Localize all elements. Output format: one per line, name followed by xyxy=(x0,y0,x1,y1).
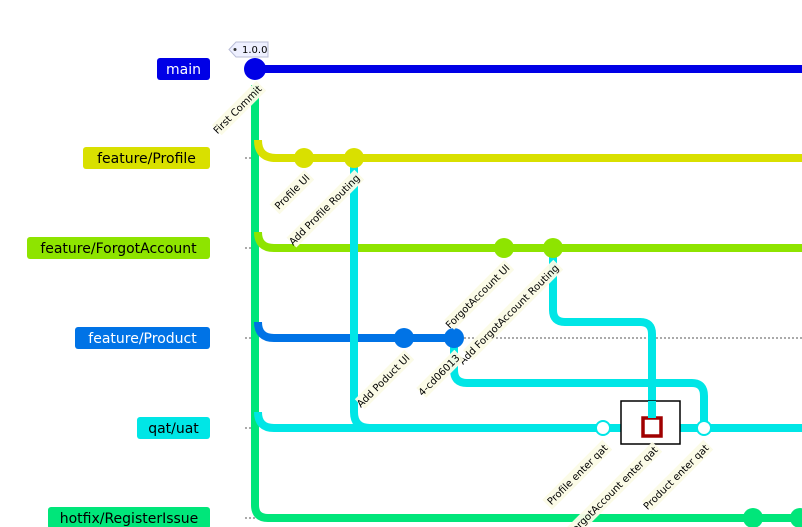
branch-label-hotfix[interactable]: hotfix/RegisterIssue xyxy=(48,507,210,527)
commit-product-hash[interactable] xyxy=(444,328,464,348)
branch-labels: main feature/Profile feature/ForgotAccou… xyxy=(27,58,210,527)
commit-profile-routing[interactable] xyxy=(344,148,364,168)
branch-label-bg-forgot xyxy=(27,237,210,259)
branch-label-bg-qat xyxy=(137,417,210,439)
commit-labels: First Commit Profile UI Add Profile Rout… xyxy=(211,80,714,527)
branch-label-text-product: feature/Product xyxy=(88,331,197,347)
commit-label-bg-profile-ui xyxy=(269,169,315,215)
commit-first[interactable] xyxy=(244,58,266,80)
commit-label-bg-profile-qat xyxy=(542,439,613,510)
merge-line-forgot-to-qat xyxy=(549,248,656,428)
commit-product-qat[interactable] xyxy=(696,420,712,436)
commit-profile-ui[interactable] xyxy=(294,148,314,168)
branch-label-text-hotfix: hotfix/RegisterIssue xyxy=(60,511,199,527)
branch-line-profile xyxy=(254,139,802,162)
merge-line-profile-to-qat xyxy=(350,158,371,432)
branch-label-bg-product xyxy=(75,327,210,349)
branch-label-profile[interactable]: feature/Profile xyxy=(83,147,210,169)
commit-label-bg-forgot-ui xyxy=(444,259,515,330)
branch-label-qat[interactable]: qat/uat xyxy=(137,417,210,439)
highlight-line-through xyxy=(648,401,656,418)
commit-label-bg-forgot-qat xyxy=(566,441,663,527)
highlight-inner-square xyxy=(641,416,663,438)
branch-label-forgot[interactable]: feature/ForgotAccount xyxy=(27,237,210,259)
branch-label-product[interactable]: feature/Product xyxy=(75,327,210,349)
branch-label-bg-profile xyxy=(83,147,210,169)
commit-forgot-routing[interactable] xyxy=(543,238,563,258)
commit-label-bg-product-ui xyxy=(354,349,415,410)
tag-hole xyxy=(233,48,237,51)
branch-line-forgot xyxy=(254,231,802,252)
commit-label-bg-product-hash xyxy=(416,349,465,398)
commit-label-profile-ui: Profile UI xyxy=(273,173,312,212)
branch-label-text-profile: feature/Profile xyxy=(97,151,196,167)
branch-line-hotfix xyxy=(251,85,802,522)
commit-label-forgot-routing: Add ForgotAccount Routing xyxy=(457,263,561,367)
highlight-commit[interactable] xyxy=(620,400,681,445)
tag-shape xyxy=(228,41,269,58)
commit-dots xyxy=(244,58,802,527)
branch-label-text-main: main xyxy=(166,62,201,78)
commit-product-ui[interactable] xyxy=(394,328,414,348)
commit-label-bg-product-qat xyxy=(641,439,714,512)
branch-label-main[interactable]: main xyxy=(157,58,210,80)
commit-label-bg-forgot-routing xyxy=(462,259,564,361)
merge-line-product-to-qat xyxy=(450,338,708,428)
commit-hotfix-1[interactable] xyxy=(743,508,763,527)
tag-label: 1.0.0 xyxy=(242,45,267,56)
branch-guide-lines xyxy=(245,157,802,519)
commit-label-bg-first xyxy=(211,80,267,136)
commit-label-bg-profile-routing xyxy=(286,169,365,248)
branch-label-text-qat: qat/uat xyxy=(148,421,199,437)
tag-1-0-0[interactable]: 1.0.0 xyxy=(228,41,269,58)
branch-label-bg-main xyxy=(157,58,210,80)
commit-profile-qat[interactable] xyxy=(595,420,611,436)
commit-label-product-ui: Add Poduct UI xyxy=(355,353,412,410)
branch-label-text-forgot: feature/ForgotAccount xyxy=(40,241,197,257)
branch-line-qat xyxy=(254,411,802,432)
commit-forgot-ui[interactable] xyxy=(494,238,514,258)
branch-label-bg-hotfix xyxy=(48,507,210,527)
branch-line-product xyxy=(254,321,454,342)
commit-hotfix-2[interactable] xyxy=(790,508,802,527)
